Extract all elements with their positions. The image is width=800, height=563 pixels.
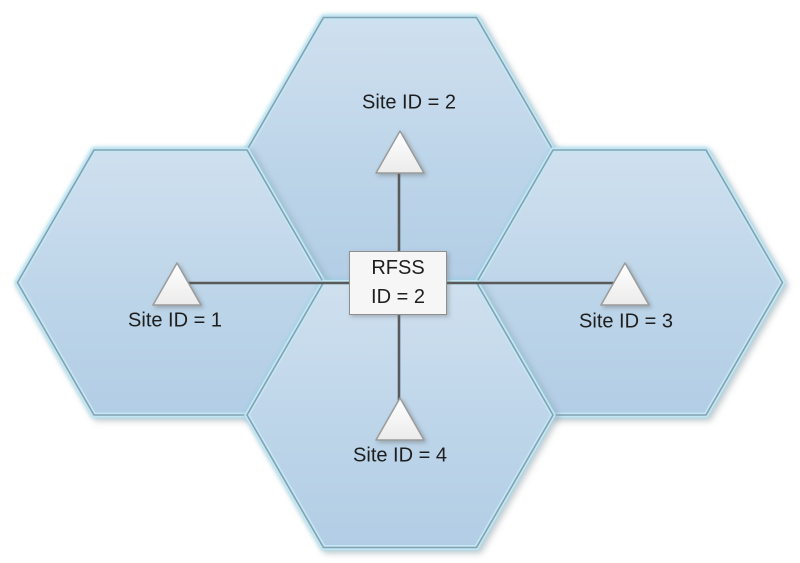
site-label-3: Site ID = 3 <box>579 310 673 333</box>
site-label-2: Site ID = 2 <box>362 91 456 114</box>
site-label-4: Site ID = 4 <box>353 444 447 467</box>
rfss-node-line2: ID = 2 <box>371 286 425 308</box>
rfss-node-line1: RFSS <box>371 257 425 279</box>
antenna-icon-site-2 <box>375 130 425 174</box>
antenna-icon-site-3 <box>600 262 650 306</box>
rfss-node: RFSS ID = 2 <box>349 251 447 315</box>
antenna-icon-site-1 <box>152 262 202 306</box>
antenna-icon-site-4 <box>375 397 425 441</box>
site-label-1: Site ID = 1 <box>128 309 222 332</box>
